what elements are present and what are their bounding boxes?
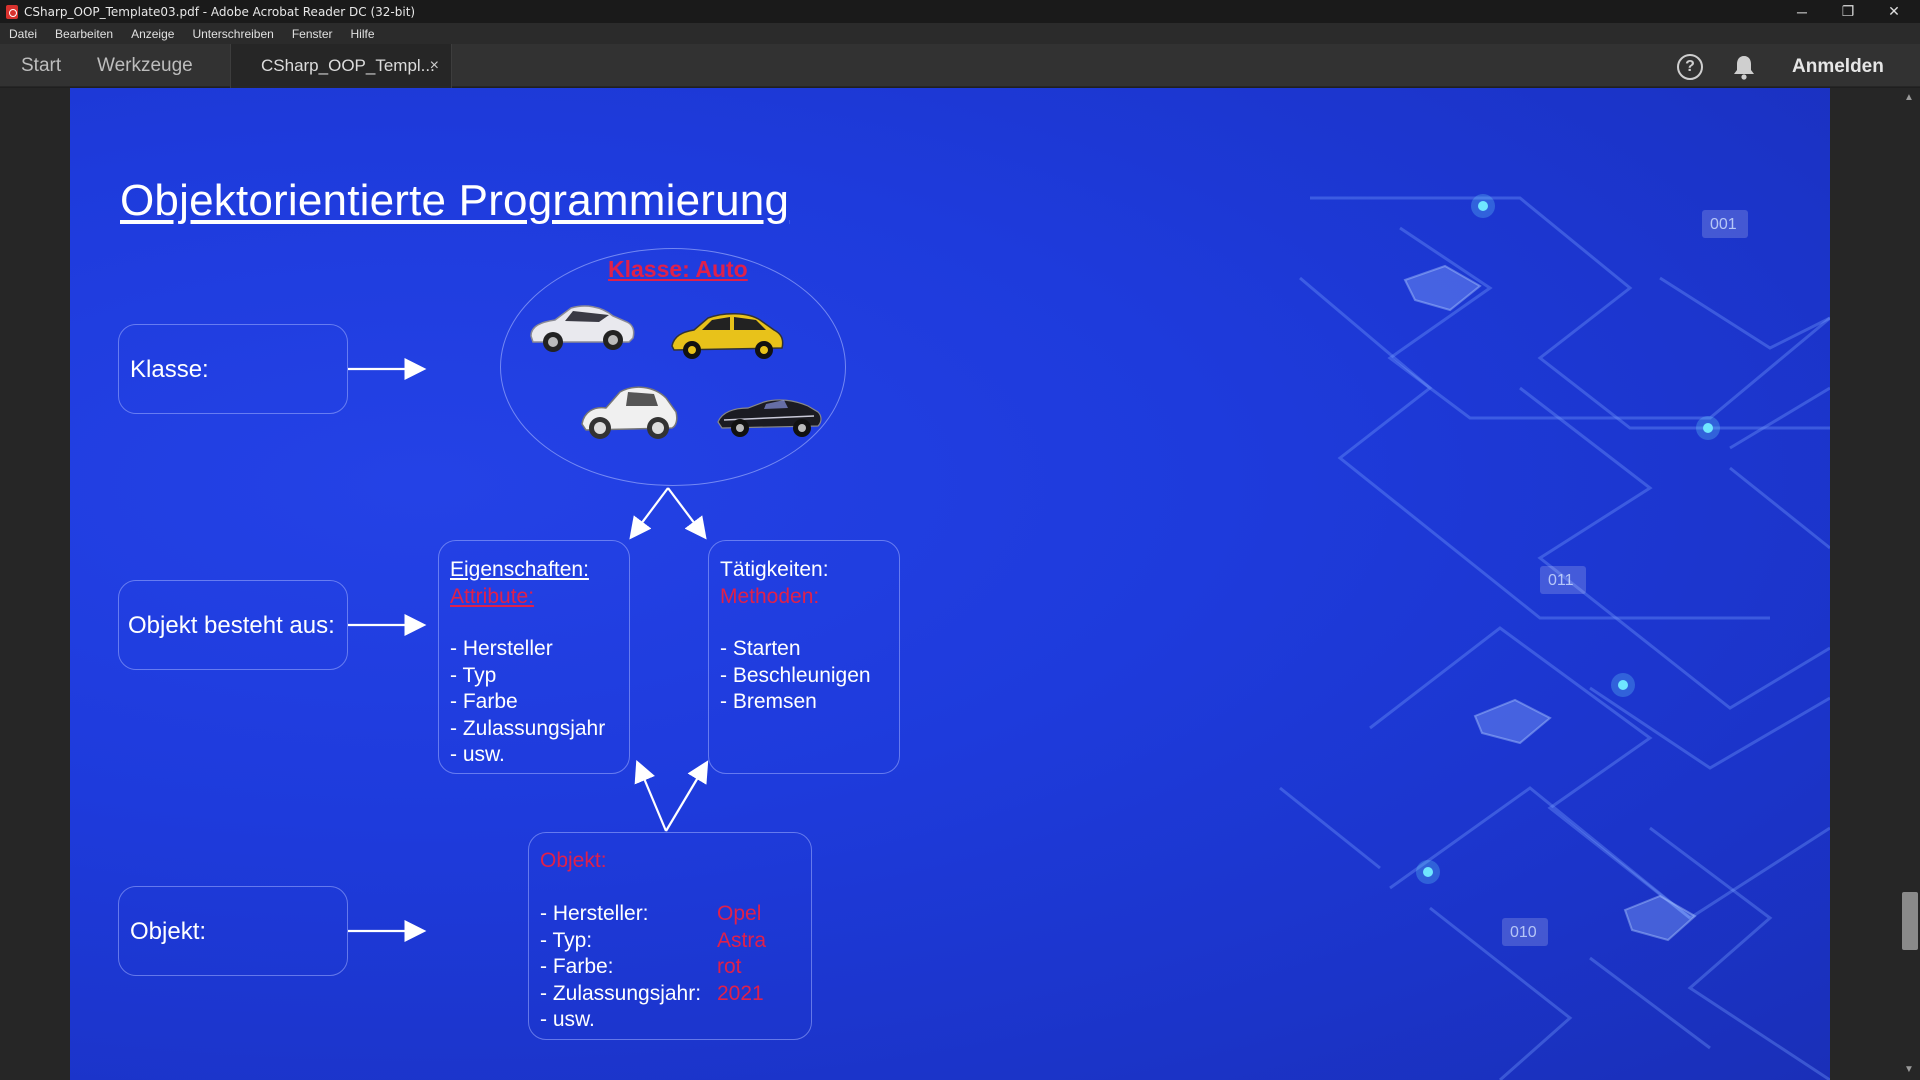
object-heading: Objekt:	[540, 849, 607, 872]
menu-bar: Datei Bearbeiten Anzeige Unterschreiben …	[0, 23, 1920, 44]
menu-fenster[interactable]: Fenster	[291, 26, 333, 41]
properties-box	[438, 540, 630, 774]
object-attribute-label: - Farbe:	[540, 955, 614, 978]
object-detail-box	[528, 832, 812, 1040]
menu-unterschreiben[interactable]: Unterschreiben	[192, 26, 274, 41]
scrollbar-thumb[interactable]	[1902, 892, 1918, 950]
tab-document-label: CSharp_OOP_Templ...	[261, 56, 435, 75]
object-attribute-value: Opel	[717, 902, 762, 925]
tab-close-icon[interactable]: ×	[429, 57, 439, 74]
class-ellipse	[500, 248, 846, 486]
activity-item: - Bremsen	[720, 690, 817, 713]
property-item: - Zulassungsjahr	[450, 717, 606, 740]
decor-tag-010: 010	[1510, 924, 1537, 941]
arrow-object-to-activities	[665, 760, 709, 832]
class-box-label: Klasse:	[130, 356, 209, 383]
help-icon[interactable]: ?	[1677, 54, 1703, 80]
vertical-scrollbar[interactable]	[1900, 88, 1920, 1080]
property-item: - Typ	[450, 664, 497, 687]
decor-tag-011: 011	[1548, 572, 1574, 589]
object-attribute-value: rot	[717, 955, 742, 978]
object-box	[118, 886, 348, 976]
activities-box	[708, 540, 900, 774]
minimize-button[interactable]: ─	[1797, 3, 1807, 20]
bell-icon[interactable]	[1732, 54, 1756, 80]
arrow-class-to-activities	[667, 487, 707, 540]
property-item: - usw.	[450, 743, 505, 766]
activity-item: - Beschleunigen	[720, 664, 871, 687]
white-sports-car-image	[530, 305, 635, 352]
sign-in-button[interactable]: Anmelden	[1792, 56, 1884, 77]
class-name-label: Klasse: Auto	[608, 256, 748, 282]
scroll-up-icon[interactable]: ▲	[1904, 92, 1914, 103]
property-item: - Hersteller	[450, 637, 553, 660]
slide-title: Objektorientierte Programmierung	[120, 176, 790, 225]
background-decoration: 001 011 010	[1279, 194, 1830, 1080]
object-attribute-value: 2021	[717, 982, 764, 1005]
property-item: - Farbe	[450, 690, 518, 713]
tab-document[interactable]: CSharp_OOP_Templ... ×	[230, 44, 452, 88]
scroll-down-icon[interactable]: ▼	[1904, 1064, 1914, 1075]
object-attribute-value: Astra	[717, 929, 767, 952]
decor-tag-001: 001	[1710, 216, 1737, 233]
object-attribute-label: - usw.	[540, 1008, 595, 1031]
arrow-object-to-properties	[634, 759, 668, 832]
activities-heading: Tätigkeiten:	[720, 558, 829, 581]
close-window-button[interactable]: ✕	[1888, 3, 1900, 19]
menu-anzeige[interactable]: Anzeige	[131, 26, 175, 41]
object-attribute-label: - Hersteller:	[540, 902, 649, 925]
menu-hilfe[interactable]: Hilfe	[350, 26, 375, 41]
diagram-arrows	[348, 358, 709, 942]
pdf-page: 001 011 010 Objektorientierte Programmie…	[70, 88, 1830, 1080]
pdf-app-icon	[6, 4, 18, 19]
menu-datei[interactable]: Datei	[9, 26, 38, 41]
object-attribute-label: - Zulassungsjahr:	[540, 982, 702, 1005]
white-vintage-car-image	[581, 386, 678, 439]
black-convertible-car-image	[717, 399, 822, 437]
yellow-classic-car-image	[671, 313, 784, 359]
tab-tools[interactable]: Werkzeuge	[97, 55, 193, 76]
object-consists-label: Objekt besteht aus:	[128, 612, 335, 639]
tab-start[interactable]: Start	[21, 55, 62, 76]
activities-subheading: Methoden:	[720, 585, 820, 608]
window-title-bar: CSharp_OOP_Template03.pdf - Adobe Acroba…	[0, 0, 1920, 23]
arrow-class-to-properties	[629, 487, 669, 540]
object-attribute-label: - Typ:	[540, 929, 593, 952]
menu-bearbeiten[interactable]: Bearbeiten	[55, 26, 114, 41]
restore-button[interactable]: ❐	[1841, 3, 1855, 19]
window-title: CSharp_OOP_Template03.pdf - Adobe Acroba…	[24, 4, 416, 19]
class-box	[118, 324, 348, 414]
activity-item: - Starten	[720, 637, 801, 660]
properties-subheading: Attribute:	[450, 585, 535, 608]
object-consists-box	[118, 580, 348, 670]
properties-heading: Eigenschaften:	[450, 558, 589, 581]
tab-bar: Start Werkzeuge CSharp_OOP_Templ... ×	[0, 44, 1920, 88]
object-box-label: Objekt:	[130, 918, 207, 945]
